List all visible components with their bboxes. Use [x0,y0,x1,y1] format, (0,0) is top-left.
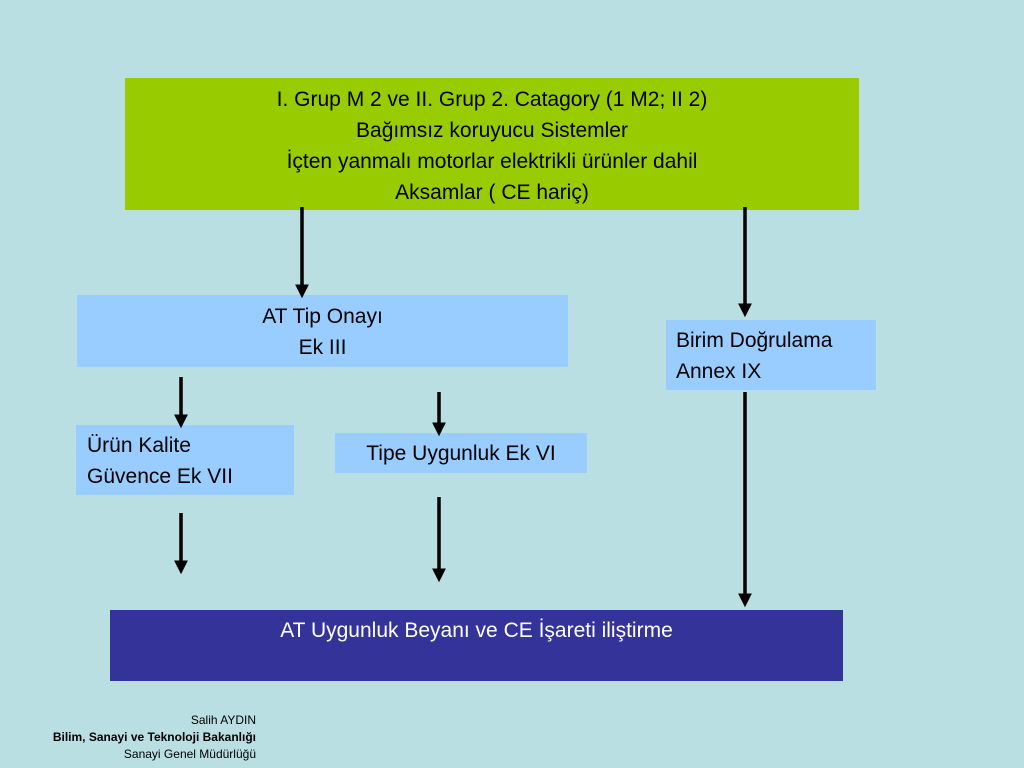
birim-dogrulama-box: Birim Doğrulama Annex IX [666,320,876,390]
footer-department: Sanayi Genel Müdürlüğü [123,747,256,761]
uygunluk-beyani-box: AT Uygunluk Beyanı ve CE İşareti iliştir… [110,610,843,681]
footer-author: Salih AYDIN [190,713,256,727]
birim-dogrulama-title: Birim Doğrulama [676,329,833,352]
category-line-1: I. Grup M 2 ve II. Grup 2. Catagory (1 M… [276,88,708,111]
birim-dogrulama-annex: Annex IX [676,360,762,383]
footer-credits: Salih AYDIN Bilim, Sanayi ve Teknoloji B… [0,712,256,763]
category-line-4: Aksamlar ( CE hariç) [395,181,589,204]
category-line-2: Bağımsız koruyucu Sistemler [356,119,628,142]
tipe-uygunluk-label: Tipe Uygunluk Ek VI [366,442,556,465]
urun-kalite-annex: Güvence Ek VII [87,465,233,488]
uygunluk-beyani-label: AT Uygunluk Beyanı ve CE İşareti iliştir… [280,619,673,642]
urun-kalite-title: Ürün Kalite [87,434,191,457]
tip-onayi-box: AT Tip Onayı Ek III [77,295,568,367]
urun-kalite-box: Ürün Kalite Güvence Ek VII [76,425,294,495]
tip-onayi-annex: Ek III [298,336,347,359]
tip-onayi-title: AT Tip Onayı [262,305,383,328]
category-box: I. Grup M 2 ve II. Grup 2. Catagory (1 M… [125,78,859,210]
tipe-uygunluk-box: Tipe Uygunluk Ek VI [335,433,587,473]
footer-ministry: Bilim, Sanayi ve Teknoloji Bakanlığı [52,730,256,744]
category-line-3: İçten yanmalı motorlar elektrikli ürünle… [286,150,698,173]
